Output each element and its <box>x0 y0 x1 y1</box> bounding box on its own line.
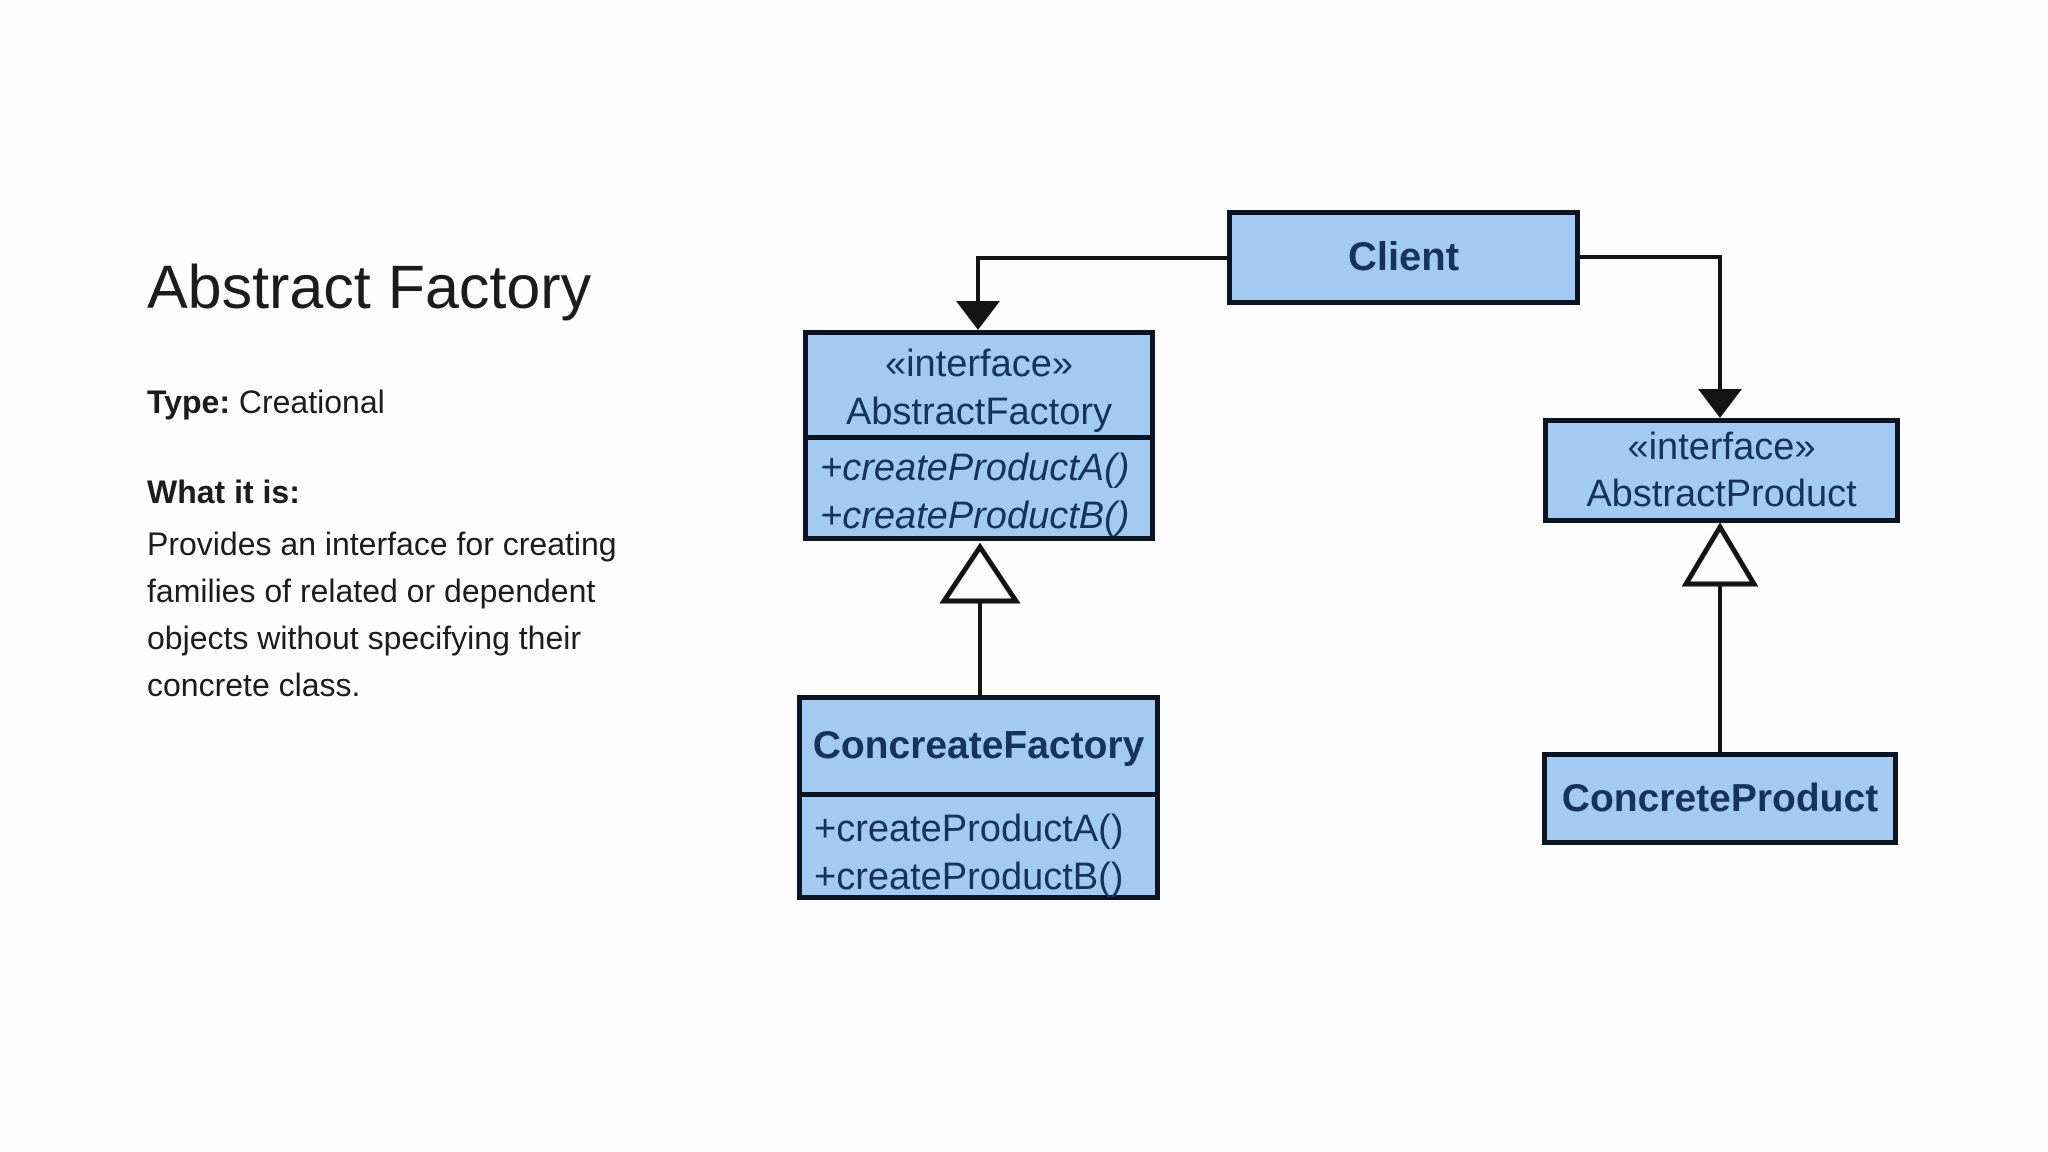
uml-class-concreteproduct: ConcreteProduct <box>1542 752 1898 845</box>
abstractfactory-methods: +createProductA() +createProductB() <box>808 440 1150 540</box>
method-item: +createProductA() <box>814 808 1124 850</box>
method-item: +createProductA() <box>820 447 1130 489</box>
type-label: Type: <box>147 384 230 420</box>
what-it-is-label: What it is: <box>147 474 300 510</box>
method-item: +createProductB() <box>814 856 1124 898</box>
concreatefactory-class-name: ConcreateFactory <box>812 724 1145 767</box>
client-to-abstractfactory-dependency-arrow <box>956 256 1227 330</box>
abstractfactory-stereotype: «interface» <box>884 343 1073 385</box>
method-item: +createProductB() <box>820 495 1130 537</box>
abstractproduct-class-name: AbstractProduct <box>1586 473 1857 515</box>
client-class-name: Client <box>1347 235 1460 279</box>
uml-class-concreatefactory: ConcreateFactory +createProductA() +crea… <box>797 695 1160 900</box>
concreatefactory-realization-arrow <box>939 542 1021 695</box>
concreatefactory-methods: +createProductA() +createProductB() <box>802 797 1155 901</box>
uml-interface-abstractfactory: «interface» AbstractFactory +createProdu… <box>803 330 1155 541</box>
pattern-type-line: Type: Creational <box>147 384 385 421</box>
concreatefactory-header: ConcreateFactory <box>802 700 1155 797</box>
pattern-description: Provides an interface for creating famil… <box>147 526 617 703</box>
page-title: Abstract Factory <box>147 253 592 321</box>
abstractfactory-class-name: AbstractFactory <box>845 391 1113 433</box>
client-to-abstractproduct-dependency-arrow <box>1580 255 1742 418</box>
uml-class-client: Client <box>1227 210 1580 305</box>
abstractproduct-stereotype: «interface» <box>1627 426 1816 468</box>
concreteproduct-realization-arrow <box>1681 522 1759 752</box>
abstractfactory-header: «interface» AbstractFactory <box>808 335 1150 440</box>
uml-interface-abstractproduct: «interface» AbstractProduct <box>1543 418 1900 523</box>
concreteproduct-class-name: ConcreteProduct <box>1561 777 1879 820</box>
type-value: Creational <box>238 384 385 420</box>
